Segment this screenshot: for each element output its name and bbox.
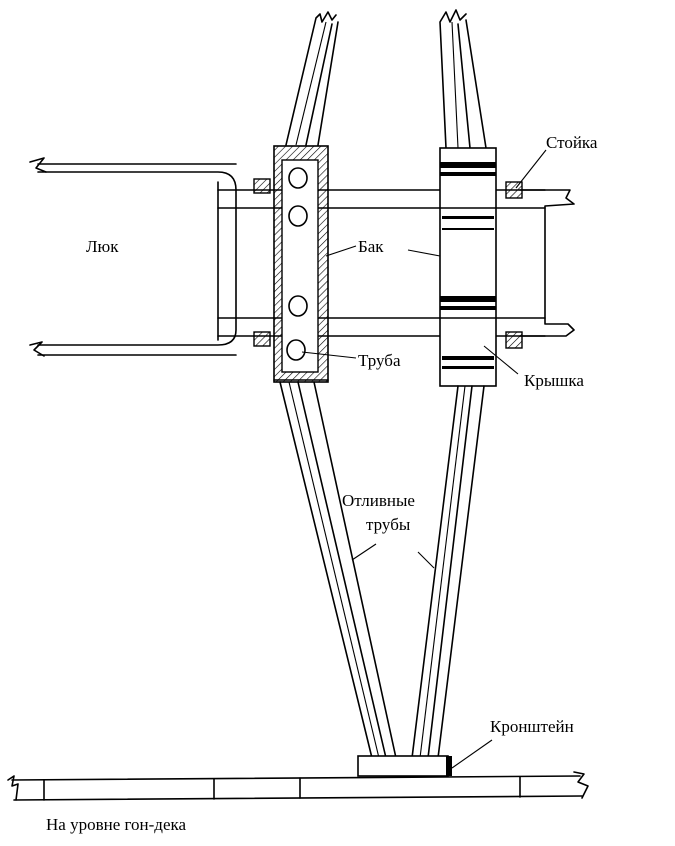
label-lid: Крышка — [524, 371, 584, 390]
pipe-holes — [286, 167, 308, 361]
bracket — [357, 755, 452, 777]
label-hatch: Люк — [86, 237, 119, 256]
post-right-top — [505, 181, 523, 199]
leader-tank-right — [407, 249, 441, 257]
left-upper-pipe — [285, 11, 339, 146]
post-left-top — [253, 178, 271, 194]
right-outlet-pipe — [411, 385, 485, 759]
label-bracket: Кронштейн — [490, 717, 574, 736]
horizontal-rails — [217, 189, 575, 337]
label-deck-level: На уровне гон-дека — [46, 815, 186, 834]
label-outlet-pipes-1: Отливные — [342, 491, 415, 510]
left-outlet-pipe — [279, 381, 397, 759]
labels: Люк Бак Труба Стойка Крышка Отливные тру… — [46, 133, 598, 834]
right-upper-pipe — [439, 9, 487, 149]
post-right-bottom — [505, 331, 523, 349]
left-tank — [273, 145, 329, 383]
right-tank-lid — [439, 147, 497, 387]
leader-lines — [301, 149, 547, 769]
leader-post — [515, 149, 547, 189]
leader-tank-left — [325, 245, 357, 257]
leader-outlet-right — [417, 551, 435, 569]
label-outlet-pipes-2: трубы — [366, 515, 411, 534]
post-left-bottom — [253, 331, 271, 347]
leader-outlet-left — [351, 543, 377, 561]
leader-lid — [483, 345, 519, 375]
label-post: Стойка — [546, 133, 598, 152]
leader-pipe — [301, 351, 357, 359]
label-tank: Бак — [358, 237, 384, 256]
label-pipe: Труба — [358, 351, 401, 370]
leader-bracket — [451, 739, 493, 769]
gun-deck-planks — [7, 771, 589, 801]
hatch-frame — [29, 157, 237, 357]
